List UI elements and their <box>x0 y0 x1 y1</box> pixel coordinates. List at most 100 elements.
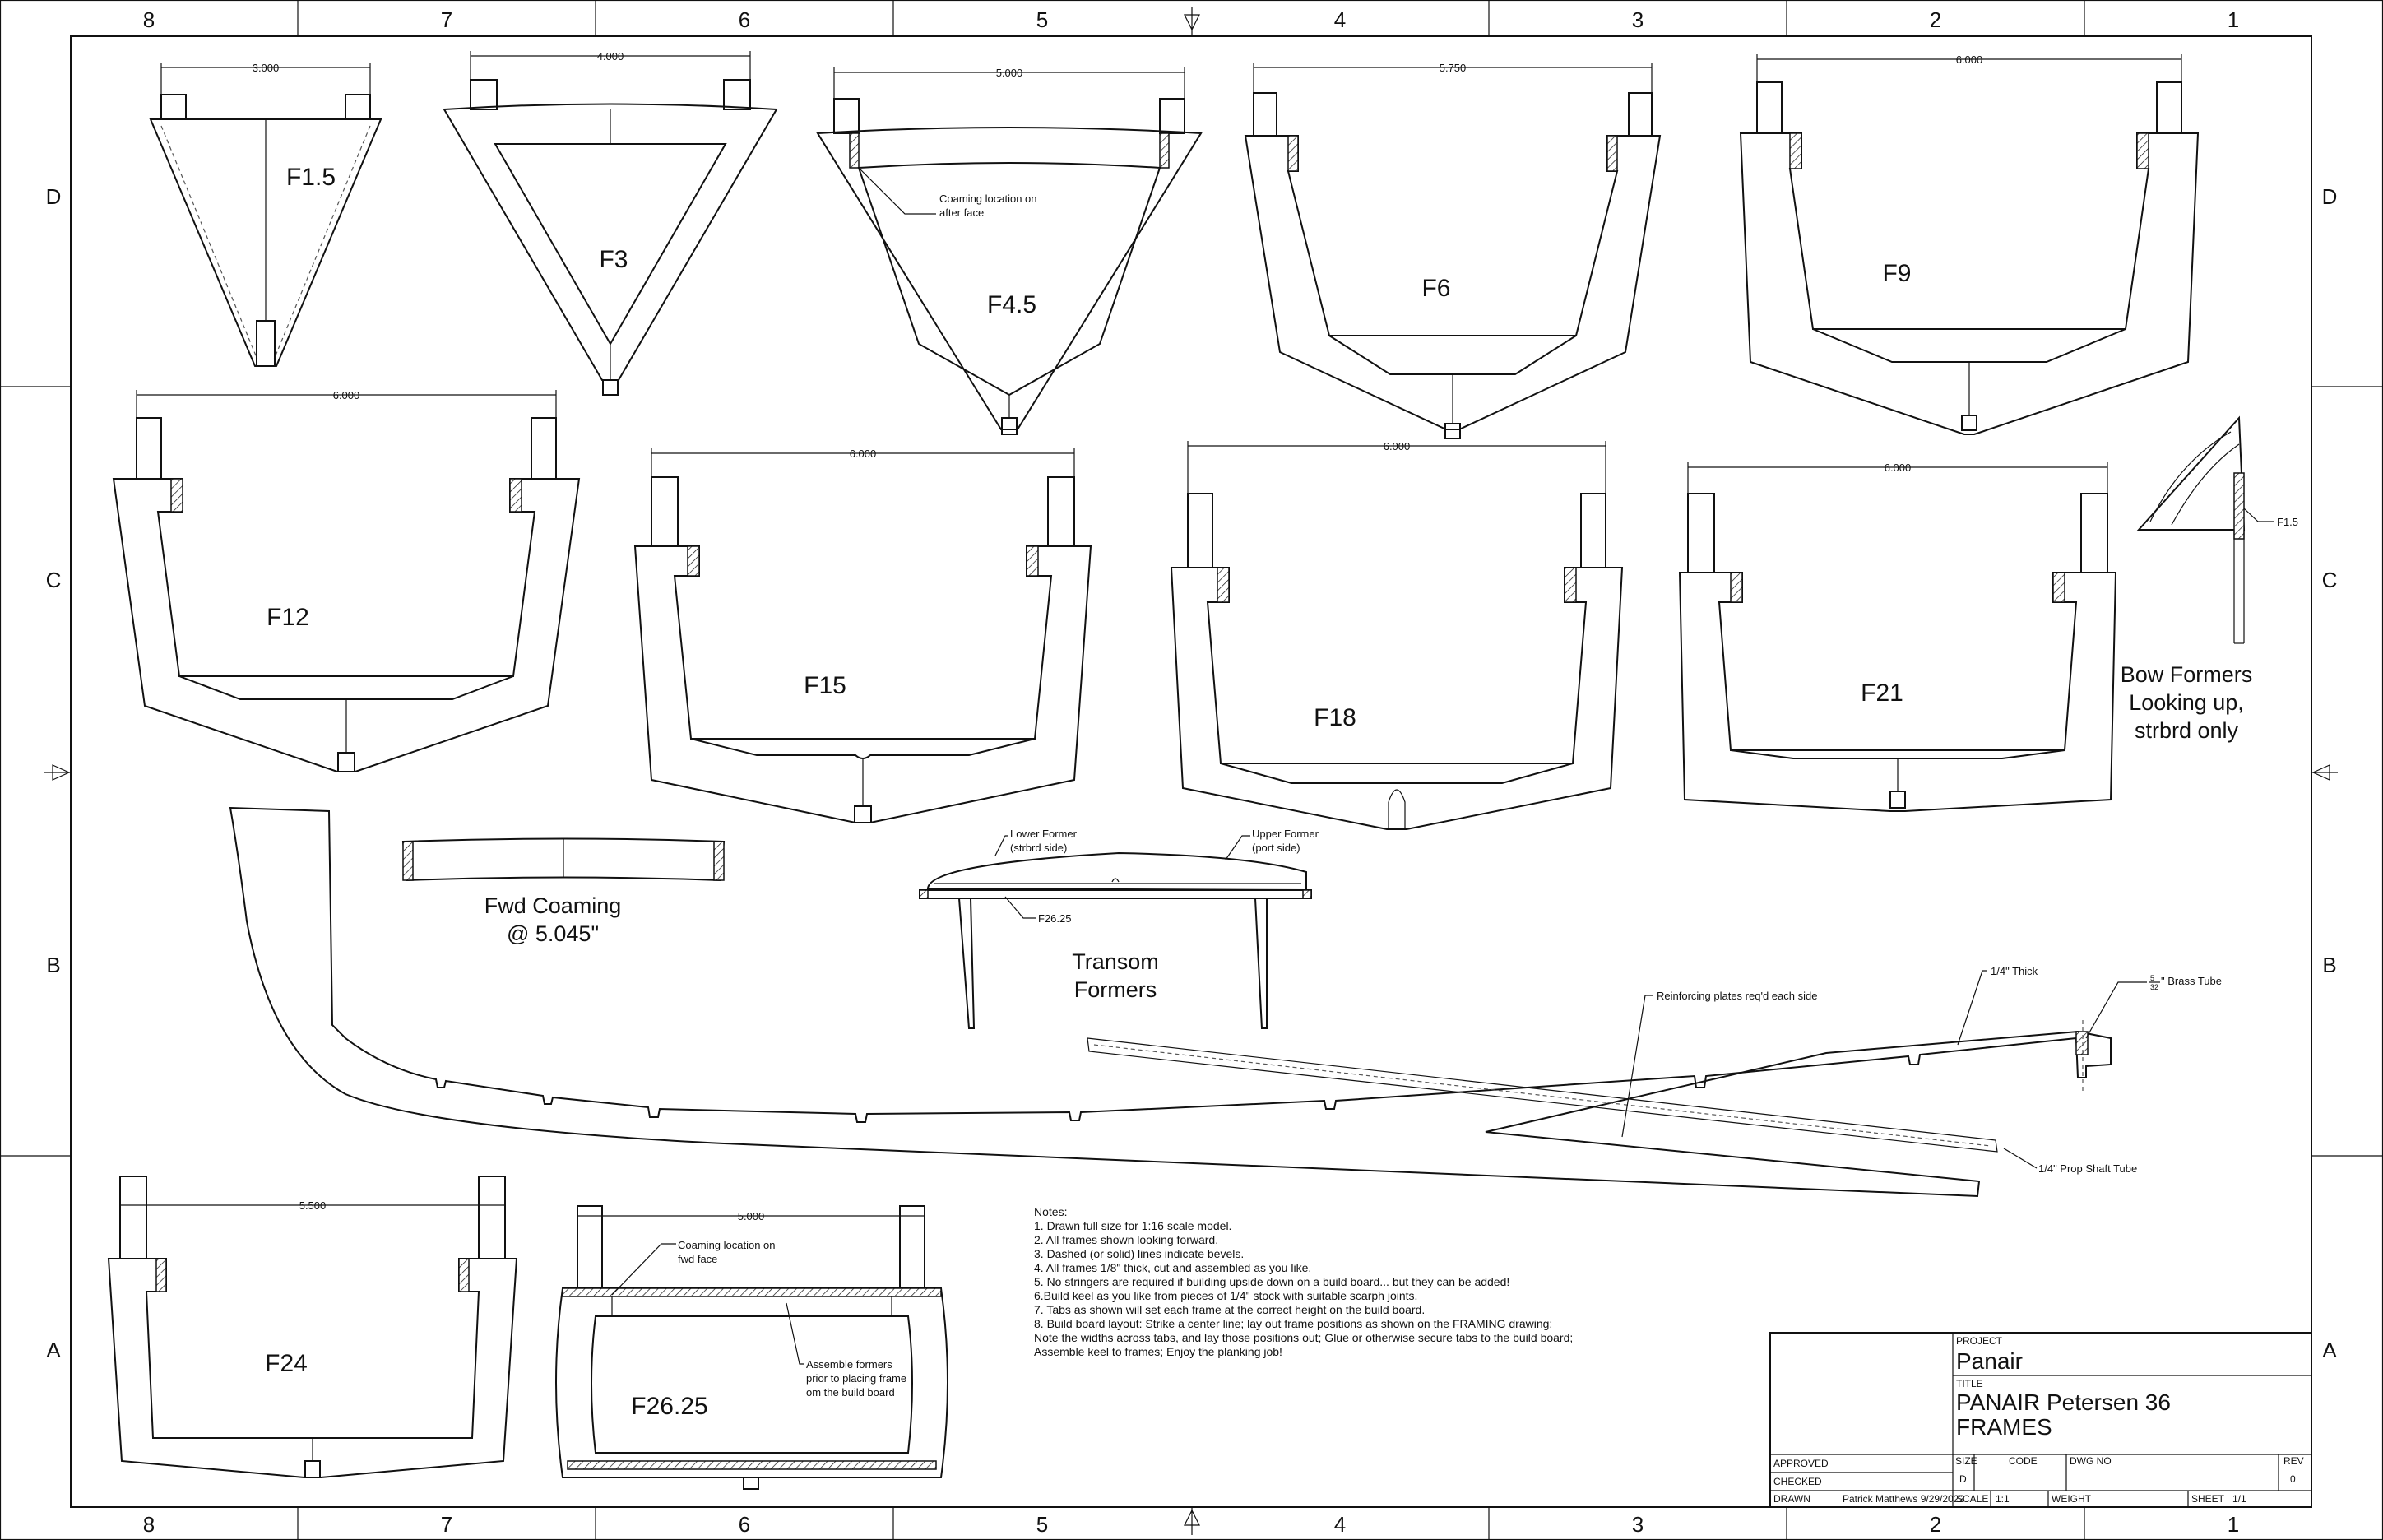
zone-col-5-bottom: 5 <box>1036 1512 1048 1537</box>
f18-dimension: 6.000 <box>1384 440 1411 452</box>
project-label: PROJECT <box>1956 1335 2003 1347</box>
f15-dimension: 6.000 <box>850 448 877 460</box>
checked-label: CHECKED <box>1773 1476 1822 1487</box>
zone-row-d-right: D <box>2322 184 2338 209</box>
project-name: Panair <box>1956 1348 2023 1374</box>
note-line: Note the widths across tabs, and lay tho… <box>1034 1331 1573 1344</box>
frame-f3: 4.000 F3 <box>443 50 778 396</box>
f3-dimension: 4.000 <box>597 50 624 63</box>
size-value: D <box>1959 1473 1967 1485</box>
sheet-value: 1/1 <box>2232 1493 2246 1505</box>
drawing-title-2: FRAMES <box>1956 1414 2052 1440</box>
zone-row-c-left: C <box>46 568 62 592</box>
zone-col-6-top: 6 <box>739 7 750 32</box>
sheet-label: SHEET <box>2191 1493 2225 1505</box>
prop-shaft-callout: 1/4" Prop Shaft Tube <box>2038 1162 2137 1175</box>
frame-f15: 6.000 F15 <box>633 448 1092 823</box>
brass-tube-callout: " Brass Tube <box>2161 975 2222 987</box>
weight-label: WEIGHT <box>2052 1493 2092 1505</box>
f9-label: F9 <box>1882 260 1911 287</box>
zone-col-7-top: 7 <box>441 7 452 32</box>
zone-row-a-left: A <box>46 1338 61 1362</box>
zone-row-b-right: B <box>2322 953 2336 977</box>
rev-label: REV <box>2283 1455 2304 1467</box>
scale-label: SCALE <box>1956 1493 1988 1505</box>
frame-f4-5: 5.000 Coaming location on after face F4.… <box>816 67 1203 435</box>
bow-formers: F1.5 Bow Formers Looking up, strbrd only <box>2121 415 2298 743</box>
lower-former-callout-2: (strbrd side) <box>1010 842 1067 854</box>
f12-label: F12 <box>267 604 309 631</box>
f24-label: F24 <box>265 1350 308 1377</box>
f15-label: F15 <box>804 672 846 699</box>
zone-col-3-top: 3 <box>1632 7 1644 32</box>
f6-label: F6 <box>1421 275 1450 302</box>
f6-dimension: 5.750 <box>1440 62 1467 74</box>
f24-dimension: 5.500 <box>299 1199 327 1212</box>
zone-col-2-top: 2 <box>1930 7 1941 32</box>
note-line: 5. No stringers are required if building… <box>1034 1275 1509 1288</box>
transom-formers: Lower Former (strbrd side) Upper Former … <box>919 828 1319 1029</box>
zone-col-4-bottom: 4 <box>1334 1512 1346 1537</box>
title-block: PROJECT Panair TITLE PANAIR Petersen 36 … <box>1769 1332 2312 1508</box>
scale-value: 1:1 <box>1996 1493 2010 1505</box>
f3-label: F3 <box>599 246 628 273</box>
title-label: TITLE <box>1956 1378 1983 1389</box>
lower-former-callout-1: Lower Former <box>1010 828 1078 840</box>
frame-f21: 6.000 F21 <box>1678 462 2117 812</box>
fwd-coaming-label-2: @ 5.045" <box>507 921 599 946</box>
frame-f24: 5.500 F24 <box>107 1176 518 1478</box>
f4-5-dimension: 5.000 <box>996 67 1023 79</box>
drawing-title-1: PANAIR Petersen 36 <box>1956 1389 2171 1415</box>
note-line: 1. Drawn full size for 1:16 scale model. <box>1034 1219 1231 1232</box>
f4-5-label: F4.5 <box>987 291 1036 318</box>
bow-formers-label-3: strbrd only <box>2135 718 2239 743</box>
zone-row-c-right: C <box>2322 568 2338 592</box>
note-line: 7. Tabs as shown will set each frame at … <box>1034 1303 1425 1316</box>
drawn-by: Patrick Matthews 9/29/2022 <box>1843 1493 1964 1505</box>
brass-frac-top: 5 <box>2150 974 2154 982</box>
drawn-label: DRAWN <box>1773 1493 1810 1505</box>
assemble-callout-1: Assemble formers <box>806 1358 892 1371</box>
quarter-thick-callout: 1/4" Thick <box>1991 965 2038 977</box>
f1-5-label: F1.5 <box>286 164 336 191</box>
zone-labels: 8 7 6 5 4 3 2 1 8 7 6 5 4 3 2 1 D C B A … <box>46 7 2338 1537</box>
f1-5-dimension: 3.000 <box>253 62 280 74</box>
frame-f9: 6.000 F9 <box>1739 53 2200 435</box>
note-line: 4. All frames 1/8" thick, cut and assemb… <box>1034 1261 1311 1274</box>
upper-former-callout-1: Upper Former <box>1252 828 1319 840</box>
f26-25-label: F26.25 <box>631 1393 707 1420</box>
zone-col-1-bottom: 1 <box>2228 1512 2239 1537</box>
zone-col-8-bottom: 8 <box>143 1512 155 1537</box>
zone-row-a-right: A <box>2322 1338 2337 1362</box>
general-notes: Notes: 1. Drawn full size for 1:16 scale… <box>1034 1205 1573 1358</box>
upper-former-callout-2: (port side) <box>1252 842 1300 854</box>
f26-25-coaming-callout-2: fwd face <box>678 1253 717 1265</box>
frame-f1-5: 3.000 F1.5 <box>149 62 382 367</box>
dwg-no-label: DWG NO <box>2070 1455 2112 1467</box>
frame-f26-25: 5.000 Coaming location on fwd face Assem… <box>555 1205 948 1490</box>
f26-25-dimension: 5.000 <box>738 1210 765 1222</box>
transom-f26-25-callout: F26.25 <box>1038 912 1071 925</box>
zone-col-1-top: 1 <box>2228 7 2239 32</box>
note-line: Assemble keel to frames; Enjoy the plank… <box>1034 1345 1282 1358</box>
fwd-coaming-label-1: Fwd Coaming <box>484 893 622 918</box>
note-line: 6.Build keel as you like from pieces of … <box>1034 1289 1417 1302</box>
note-line: 8. Build board layout: Strike a center l… <box>1034 1317 1552 1330</box>
approved-label: APPROVED <box>1773 1458 1829 1469</box>
transom-label-2: Formers <box>1074 977 1157 1002</box>
brass-frac-bottom: 32 <box>2150 983 2158 991</box>
assemble-callout-3: om the build board <box>806 1386 895 1399</box>
zone-col-8-top: 8 <box>143 7 155 32</box>
rev-value: 0 <box>2290 1473 2296 1485</box>
zone-col-4-top: 4 <box>1334 7 1346 32</box>
f21-dimension: 6.000 <box>1885 462 1912 474</box>
size-label: SIZE <box>1955 1455 1977 1467</box>
f4-5-coaming-callout-1: Coaming location on <box>939 192 1037 205</box>
f26-25-coaming-callout-1: Coaming location on <box>678 1239 776 1251</box>
bow-formers-label-1: Bow Formers <box>2121 662 2253 687</box>
assemble-callout-2: prior to placing frame <box>806 1372 906 1385</box>
zone-row-d-left: D <box>46 184 62 209</box>
keel: Reinforcing plates req'd each side 1/4" … <box>229 806 2222 1198</box>
bow-f1-5-callout: F1.5 <box>2277 516 2298 528</box>
